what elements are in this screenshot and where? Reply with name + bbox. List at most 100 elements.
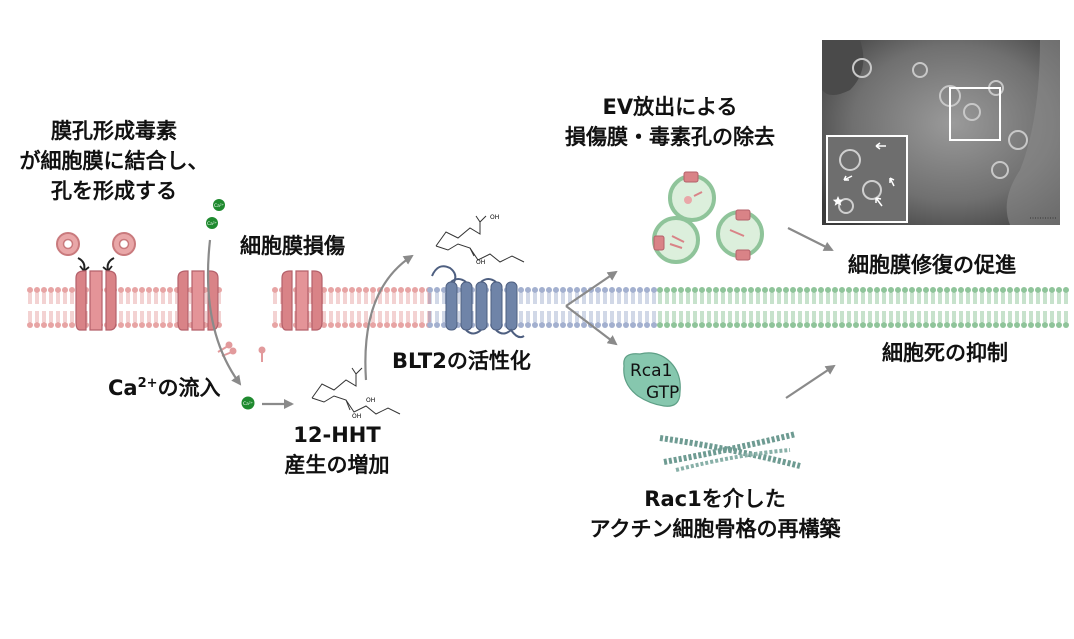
lipid-head: [539, 322, 545, 328]
lipid-head: [518, 287, 524, 293]
toxin-pore-3: [281, 270, 323, 331]
lipid-head: [797, 322, 803, 328]
lipid-head: [560, 322, 566, 328]
lipid-head: [272, 287, 278, 293]
oh-label-2: OH: [476, 259, 485, 266]
toxin-pore-1: [75, 270, 117, 331]
lipid-head: [48, 287, 54, 293]
lipid-head: [888, 287, 894, 293]
vesicle-2: [652, 216, 700, 264]
lipid-head: [539, 287, 545, 293]
lipid-head: [27, 322, 33, 328]
blt2-to-ev-arrow: [565, 270, 618, 307]
lipid-head: [125, 287, 131, 293]
lipid-head: [671, 287, 677, 293]
calcium-influx-label: Ca2+の流入: [108, 373, 221, 403]
lipid-head: [623, 322, 629, 328]
lipid-head: [902, 322, 908, 328]
lipid-head: [132, 322, 138, 328]
lipid-head: [965, 322, 971, 328]
toxin-binding-label: 膜孔形成毒素 が細胞膜に結合し、 孔を形成する: [10, 116, 218, 206]
lipid-head: [706, 287, 712, 293]
lipid-head: [349, 322, 355, 328]
lipid-head: [839, 322, 845, 328]
lipid-head: [567, 287, 573, 293]
lipid-head: [427, 287, 433, 293]
lipid-head: [874, 322, 880, 328]
lipid-head: [692, 287, 698, 293]
hht-line-1: 12-HHT: [293, 423, 381, 447]
lipid-head: [1014, 287, 1020, 293]
calcium-influx-prefix: Ca: [108, 376, 138, 400]
lipid-head: [427, 322, 433, 328]
lipid-head: [664, 287, 670, 293]
lipid-head: [699, 322, 705, 328]
lipid-head: [370, 287, 376, 293]
lipid-head: [581, 322, 587, 328]
calcium-ion-icon: Ca²⁺ Ca²⁺ Ca²⁺: [206, 199, 255, 410]
lipid-head: [1042, 322, 1048, 328]
toxin-ring-icon: [56, 232, 136, 256]
em-micrograph: [822, 40, 1060, 225]
ion-badge-1: Ca²⁺: [214, 203, 225, 209]
lipid-head: [146, 322, 152, 328]
hht-label: 12-HHT 産生の増加: [262, 420, 412, 480]
lipid-head: [993, 287, 999, 293]
lipid-head: [811, 287, 817, 293]
ion-badge-2: Ca²⁺: [207, 221, 218, 227]
lipid-head: [664, 322, 670, 328]
lipid-head: [574, 322, 580, 328]
lipid-head: [790, 287, 796, 293]
lipid-head: [356, 322, 362, 328]
lipid-head: [1035, 322, 1041, 328]
lipid-head: [755, 287, 761, 293]
lipid-head: [720, 287, 726, 293]
blt2-receptor: [431, 265, 525, 339]
lipid-head: [783, 322, 789, 328]
lipid-head: [853, 287, 859, 293]
lipid-head: [567, 322, 573, 328]
lipid-head: [651, 287, 657, 293]
toxin-binding-line-2: が細胞膜に結合し、: [19, 149, 209, 173]
lipid-head: [678, 322, 684, 328]
vesicle-1: [668, 171, 716, 222]
lipid-head: [902, 287, 908, 293]
lipid-head: [923, 322, 929, 328]
lipid-head: [69, 322, 75, 328]
actin-filament-icon: [659, 431, 801, 472]
lipid-head: [769, 322, 775, 328]
membrane-damage-label: 細胞膜損傷: [240, 234, 345, 258]
lipid-head: [160, 287, 166, 293]
lipid-head: [41, 322, 47, 328]
lipid-head: [384, 322, 390, 328]
lipid-head: [419, 322, 425, 328]
lipid-head: [846, 287, 852, 293]
lipid-head: [804, 287, 810, 293]
lipid-head: [525, 287, 531, 293]
lipid-head: [546, 322, 552, 328]
lipid-head: [630, 287, 636, 293]
toxin-binding-line-3: 孔を形成する: [51, 179, 177, 203]
lipid-head: [832, 322, 838, 328]
lipid-head: [553, 322, 559, 328]
lipid-head: [412, 322, 418, 328]
hht-molecule-1: [435, 215, 525, 263]
lipid-head: [825, 322, 831, 328]
lipid-head: [34, 322, 40, 328]
lipid-head: [272, 322, 278, 328]
lipid-head: [832, 287, 838, 293]
lipid-head: [1042, 287, 1048, 293]
lipid-head: [363, 287, 369, 293]
flow-arrows: [206, 227, 836, 409]
lipid-head: [412, 287, 418, 293]
lipid-head: [734, 287, 740, 293]
ev-to-repair-arrow: [787, 227, 834, 251]
lipid-head: [139, 322, 145, 328]
lipid-head: [846, 322, 852, 328]
lipid-head: [867, 287, 873, 293]
vesicle-3: [716, 209, 764, 261]
lipid-head: [1035, 287, 1041, 293]
lipid-head: [602, 322, 608, 328]
hht-line-2: 産生の増加: [284, 453, 390, 477]
